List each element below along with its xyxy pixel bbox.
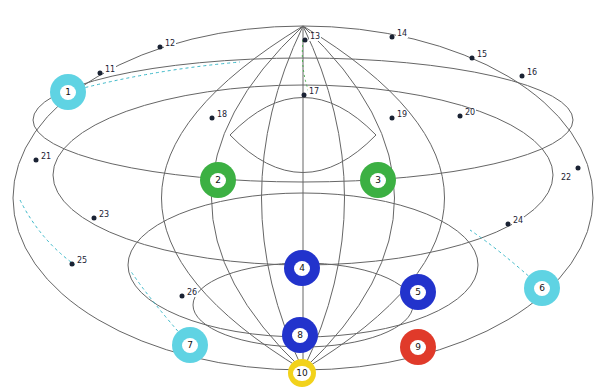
electrode-number: 4 [294,261,310,276]
electrode-number: 2 [210,173,226,188]
callout-number: 11 [104,66,116,74]
electrode-circle: 2 [200,162,236,198]
electrode-number: 8 [292,328,308,343]
electrode-number: 6 [534,281,550,296]
electrode-number: 7 [182,338,198,353]
electrode-circle: 10 [288,359,316,387]
callout-number: 17 [308,88,320,96]
electrode-circle: 1 [50,74,86,110]
callout-number: 19 [396,111,408,119]
callout-number: 16 [526,69,538,77]
electrode-circle: 3 [360,162,396,198]
callout-number: 25 [76,257,88,265]
electrode-circle: 9 [400,329,436,365]
callout-number: 26 [186,289,198,297]
electrode-number: 9 [410,340,426,355]
callout-number: 20 [464,109,476,117]
callout-number: 15 [476,51,488,59]
callout-number: 22 [560,174,572,182]
electrode-circle: 7 [172,327,208,363]
callout-number: 14 [396,30,408,38]
electrode-number: 10 [293,366,310,381]
callout-number: 18 [216,111,228,119]
electrode-number: 1 [60,85,76,100]
callout-number: 24 [512,217,524,225]
callout-number: 21 [40,153,52,161]
electrode-number: 5 [410,285,426,300]
callout-number: 12 [164,40,176,48]
electrode-circle: 4 [284,250,320,286]
callout-number: 23 [98,211,110,219]
electrode-circle: 8 [282,317,318,353]
callout-number: 13 [309,33,321,41]
electrode-circle: 5 [400,274,436,310]
electrode-circle: 6 [524,270,560,306]
electrode-number: 3 [370,173,386,188]
